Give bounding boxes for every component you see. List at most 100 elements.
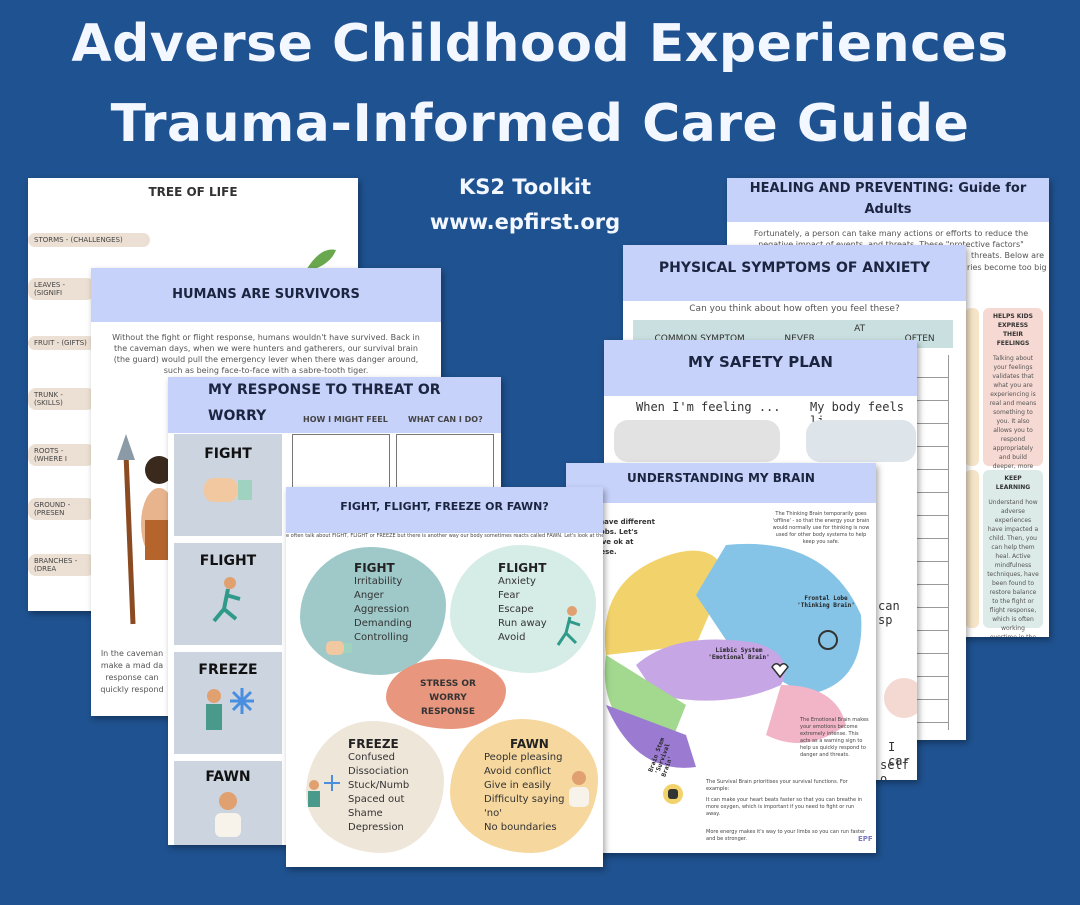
running-icon: [212, 577, 241, 623]
flight-item: Escape: [498, 604, 534, 615]
fawn-title: FAWN: [510, 737, 549, 751]
thinking-text: The Thinking Brain temporarily goes 'off…: [772, 511, 870, 545]
flight-item: Fear: [498, 590, 520, 601]
tree-item: GROUND - (PRESEN: [28, 498, 95, 520]
healing-card-learning: KEEP LEARNING Understand how adverse exp…: [983, 470, 1043, 637]
table-grid: [915, 355, 949, 730]
flight-section: FLIGHT Anxiety Fear Escape Run away Avoi…: [498, 561, 547, 645]
safety-circle: [884, 678, 917, 718]
table-col: OFTEN: [904, 334, 935, 344]
tree-title: TREE OF LIFE: [148, 185, 238, 199]
energy-text: More energy makes it's way to your limbs…: [706, 829, 866, 842]
thinking-brain-lobe: [604, 550, 726, 655]
freeze-item: Depression: [348, 822, 404, 833]
end-label: I car: [888, 740, 910, 768]
flight-item: Anxiety: [498, 576, 536, 587]
bulb-icon: [818, 630, 838, 650]
card-title: HELPS KIDS EXPRESS THEIR FEELINGS: [993, 313, 1033, 347]
row-label: FREEZE: [198, 662, 258, 678]
fight-item: Controlling: [354, 632, 409, 643]
freeze-title: FREEZE: [348, 737, 399, 751]
fist-icon: [204, 478, 252, 502]
anxiety-question: Can you think about how often you feel t…: [689, 304, 900, 314]
body-box: [806, 420, 916, 462]
freeze-item: Confused: [348, 752, 396, 763]
card-text: Talking about your feelings validates th…: [989, 355, 1037, 488]
limbic-label: Limbic System 'Emotional Brain': [708, 647, 770, 661]
caveman-spear-icon: [117, 434, 171, 625]
can-label: can sp: [878, 599, 900, 627]
main-title-line1: Adverse Childhood Experiences: [71, 14, 1009, 74]
snowflake-icon: [308, 775, 340, 807]
response-title: MY RESPONSE TO THREAT OR WORRY: [168, 377, 501, 433]
leaf-icon: [305, 249, 336, 272]
epf-logo: EPF: [858, 835, 873, 843]
fawn-item: People pleasing: [484, 752, 563, 763]
brain-title: UNDERSTANDING MY BRAIN: [566, 463, 876, 503]
healing-body2: threats. Below are: [971, 251, 1045, 260]
frontal-lobe: [696, 543, 862, 695]
fight-title: FIGHT: [354, 561, 395, 575]
response-row-fight: FIGHT: [174, 434, 282, 536]
tree-item: LEAVES - (SIGNIFI: [28, 278, 95, 300]
healing-card-left: [965, 308, 979, 466]
healing-card-express: HELPS KIDS EXPRESS THEIR FEELINGS Talkin…: [983, 308, 1043, 488]
fawn-item: No boundaries: [484, 822, 557, 833]
freeze-item: Shame: [348, 808, 383, 819]
flight-item: Run away: [498, 618, 547, 629]
tree-item: TRUNK - (SKILLS): [28, 388, 95, 410]
fight-item: Anger: [354, 590, 384, 601]
freeze-item: Spaced out: [348, 794, 405, 805]
main-title-line2: Trauma-Informed Care Guide: [110, 94, 970, 154]
survivors-body: Without the fight or flight response, hu…: [112, 333, 420, 375]
tree-item: STORMS - (CHALLENGES): [28, 233, 150, 247]
fawn-section: FAWN People pleasing Avoid conflict Give…: [484, 737, 565, 835]
snowflake-icon: [206, 688, 254, 730]
brain-stem: [606, 705, 696, 768]
heart-text: It can make your heart beats faster so t…: [706, 797, 863, 817]
healing-body3: ries become too big: [967, 263, 1047, 272]
row-label: FLIGHT: [199, 553, 257, 569]
feeling-box: [614, 420, 780, 462]
freeze-item: Dissociation: [348, 766, 409, 777]
person-icon: [215, 792, 241, 837]
survival-text: The Survival Brain prioritises your surv…: [706, 779, 848, 792]
table-col: NEVER: [784, 334, 815, 344]
healing-card-left2: [965, 470, 979, 628]
toolkit-label: KS2 Toolkit: [458, 175, 592, 199]
freeze-blob: [306, 721, 444, 853]
limbic-system: [636, 639, 786, 701]
fawn-item: Avoid conflict: [484, 766, 552, 777]
table-col: COMMON SYMPTOM: [654, 334, 745, 344]
website-link[interactable]: www.epfirst.org: [429, 210, 621, 234]
fist-icon: [326, 641, 352, 655]
tree-item: BRANCHES - (DREA: [28, 554, 95, 576]
brain-page: UNDERSTANDING MY BRAIN e have different …: [566, 463, 876, 853]
card-title: KEEP LEARNING: [995, 475, 1031, 491]
brain-intro: e have different f jobs. Let's have ok a…: [592, 518, 655, 556]
tree-item: ROOTS - (WHERE I: [28, 444, 95, 466]
ffff-intro: e often talk about FIGHT, FLIGHT or FREE…: [286, 533, 603, 539]
row-label: FAWN: [205, 769, 251, 785]
row-label: FIGHT: [204, 446, 252, 462]
strong-arm-icon: [663, 784, 683, 804]
center-label: STRESS OR WORRY RESPONSE: [420, 679, 476, 717]
tree-item: FRUIT - (GIFTS): [28, 336, 95, 350]
running-icon: [556, 606, 581, 646]
card-text: Understand how adverse experiences have …: [987, 499, 1039, 637]
fight-item: Aggression: [354, 604, 410, 615]
survivors-title: HUMANS ARE SURVIVORS: [91, 268, 441, 322]
freeze-item: Stuck/Numb: [348, 780, 410, 791]
brain-diagram: [604, 543, 862, 768]
anxiety-title: PHYSICAL SYMPTOMS OF ANXIETY: [623, 245, 966, 301]
fight-item: Irritability: [354, 576, 403, 587]
fight-section: FIGHT Irritability Anger Aggression Dema…: [354, 561, 412, 645]
fight-item: Demanding: [354, 618, 412, 629]
flight-title: FLIGHT: [498, 561, 547, 575]
emotional-text: The Emotional Brain makes your emotions …: [800, 717, 869, 758]
survivors-foot: In the caveman make a mad da response ca…: [100, 649, 164, 694]
response-row-freeze: FREEZE: [174, 652, 282, 754]
fawn-item: Difficulty saying: [484, 794, 565, 805]
fawn-blob: [450, 719, 598, 853]
response-col1: HOW I MIGHT FEEL: [303, 415, 388, 424]
